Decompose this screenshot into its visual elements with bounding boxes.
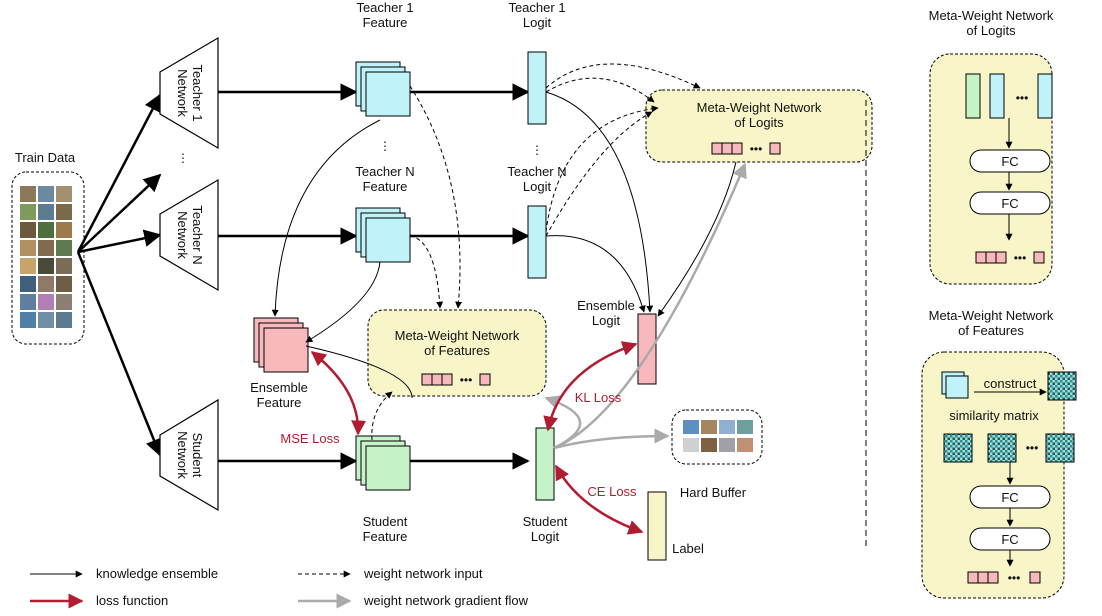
panel-features-fc2-label: FC bbox=[1001, 532, 1018, 547]
svg-text:•••: ••• bbox=[750, 142, 763, 156]
legend-loss-label: loss function bbox=[96, 593, 168, 608]
teacher-vertical-ellipsis: ⋮ bbox=[177, 151, 189, 165]
teacher1-feature-block bbox=[355, 61, 411, 117]
kl-loss-label: KL Loss bbox=[575, 390, 622, 405]
legend-knowledge-label: knowledge ensemble bbox=[96, 566, 218, 581]
student-network bbox=[159, 398, 219, 512]
ensemble-logit-bar bbox=[637, 313, 657, 385]
panel-features-input bbox=[941, 371, 969, 399]
logit-vertical-ellipsis: ⋮ bbox=[531, 143, 543, 157]
student-logit-bar bbox=[535, 427, 555, 501]
hard-buffer-label: Hard Buffer bbox=[680, 485, 747, 500]
teacherN-network-label: Teacher NNetwork bbox=[175, 205, 205, 264]
student-network-label: StudentNetwork bbox=[175, 431, 205, 479]
hard-buffer-box bbox=[671, 409, 763, 465]
legend-input-label: weight network input bbox=[363, 566, 483, 581]
gradient-flow-arrows bbox=[544, 162, 747, 450]
ce-loss-label: CE Loss bbox=[587, 484, 637, 499]
ensemble-feature-block bbox=[253, 317, 309, 373]
panel-similarity-label: similarity matrix bbox=[949, 408, 1039, 423]
panel-logits-bars: ••• bbox=[965, 73, 1053, 119]
mwn-logits-box bbox=[645, 89, 873, 163]
label-bar bbox=[647, 491, 667, 561]
svg-text:•••: ••• bbox=[1026, 441, 1039, 455]
panel-logits-fc1 bbox=[969, 149, 1051, 173]
student-feature-block bbox=[355, 435, 411, 491]
teacher1-logit-bar bbox=[527, 51, 547, 125]
label-text: Label bbox=[672, 541, 704, 556]
svg-text:•••: ••• bbox=[460, 373, 473, 387]
hard-buffer-images bbox=[683, 420, 753, 452]
panel-features-fc1-label: FC bbox=[1001, 490, 1018, 505]
feature-vertical-ellipsis: ⋮ bbox=[379, 139, 391, 153]
teacherN-feature-block bbox=[355, 207, 411, 263]
panel-features-weights: ••• bbox=[967, 571, 1041, 585]
svg-text:•••: ••• bbox=[1016, 91, 1029, 105]
loss-arrows bbox=[310, 341, 644, 535]
mwn-logits-weights: ••• bbox=[711, 142, 781, 156]
svg-text:•••: ••• bbox=[1014, 251, 1027, 265]
train-data-images bbox=[20, 186, 72, 328]
panel-construct-label: construct bbox=[984, 376, 1037, 391]
teacher1-network-label: Teacher 1Network bbox=[175, 64, 205, 121]
panel-logits-fc2-label: FC bbox=[1001, 196, 1018, 211]
legend: knowledge ensemble weight network input … bbox=[30, 566, 529, 609]
legend-gradient-label: weight network gradient flow bbox=[363, 593, 529, 608]
main-flow-arrows bbox=[218, 83, 530, 470]
panel-sim-matrices: ••• bbox=[943, 433, 1075, 463]
panel-logits-fc2 bbox=[969, 191, 1051, 215]
teacherN-network bbox=[159, 178, 219, 292]
panel-sim-matrix-top bbox=[1047, 371, 1077, 401]
panel-logits-fc1-label: FC bbox=[1001, 154, 1018, 169]
svg-text:•••: ••• bbox=[1008, 571, 1021, 585]
train-data-label: Train Data bbox=[15, 150, 76, 165]
teacher1-network bbox=[159, 36, 219, 150]
mse-loss-label: MSE Loss bbox=[280, 431, 340, 446]
mwn-features-weights: ••• bbox=[421, 373, 491, 387]
data-to-network-arrows bbox=[76, 93, 163, 457]
teacherN-logit-bar bbox=[527, 205, 547, 279]
panel-logits-weights: ••• bbox=[975, 251, 1045, 265]
weight-input-arrows bbox=[371, 63, 701, 441]
